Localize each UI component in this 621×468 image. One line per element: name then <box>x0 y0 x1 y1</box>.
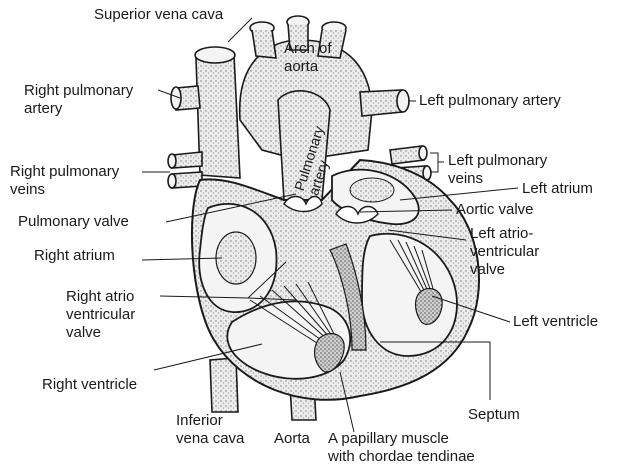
label-aorta: Aorta <box>274 430 310 448</box>
label-left-pulmonary-artery: Left pulmonary artery <box>419 92 561 110</box>
inferior-vena-cava-vessel <box>210 358 238 412</box>
label-arch-of-aorta: Arch of aorta <box>284 40 332 76</box>
label-left-atrioventricular-valve: Left atrio- ventricular valve <box>470 225 539 279</box>
leader-superior-vena-cava <box>228 18 252 42</box>
label-aortic-valve: Aortic valve <box>456 201 534 219</box>
label-right-atrium: Right atrium <box>34 247 115 265</box>
label-right-atrioventricular-valve: Right atrio ventricular valve <box>66 288 135 342</box>
label-papillary-muscle: A papillary muscle with chordae tendinae <box>328 430 475 466</box>
label-right-pulmonary-veins: Right pulmonary veins <box>10 163 119 199</box>
label-left-atrium: Left atrium <box>522 180 593 198</box>
label-right-pulmonary-artery: Right pulmonary artery <box>24 82 133 118</box>
label-left-ventricle: Left ventricle <box>513 313 598 331</box>
label-superior-vena-cava: Superior vena cava <box>94 6 223 24</box>
label-inferior-vena-cava: Inferior vena cava <box>176 412 244 448</box>
label-pulmonary-valve: Pulmonary valve <box>18 213 129 231</box>
label-septum: Septum <box>468 406 520 424</box>
label-right-ventricle: Right ventricle <box>42 376 137 394</box>
left-pulmonary-artery-vessel <box>360 90 402 116</box>
